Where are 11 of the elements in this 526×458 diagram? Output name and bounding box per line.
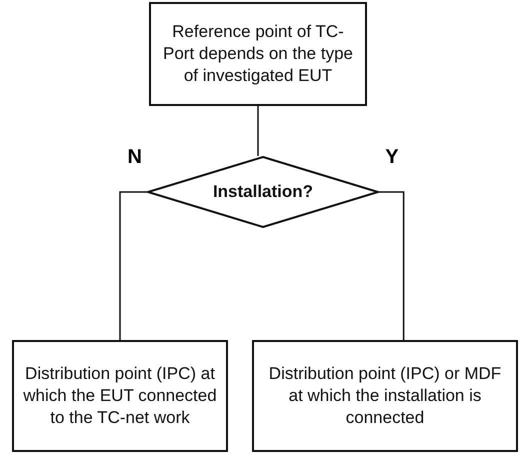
- node-text: Reference point of TC-Port depends on the type of investigated EUT: [162, 21, 354, 87]
- node-text: Installation?: [212, 181, 314, 203]
- process-box: [252, 340, 518, 452]
- connector-line: [379, 191, 404, 340]
- decision-diamond: [147, 156, 379, 228]
- process-box: [12, 340, 228, 452]
- node-text: Distribution point (IPC) or MDF at which the installation is connected: [268, 363, 502, 429]
- process-box: [149, 2, 367, 106]
- connector-line: [119, 191, 147, 340]
- connector-line: [257, 106, 259, 156]
- node-text: Distribution point (IPC) at which the EUT connected to the TC-net work: [22, 363, 218, 429]
